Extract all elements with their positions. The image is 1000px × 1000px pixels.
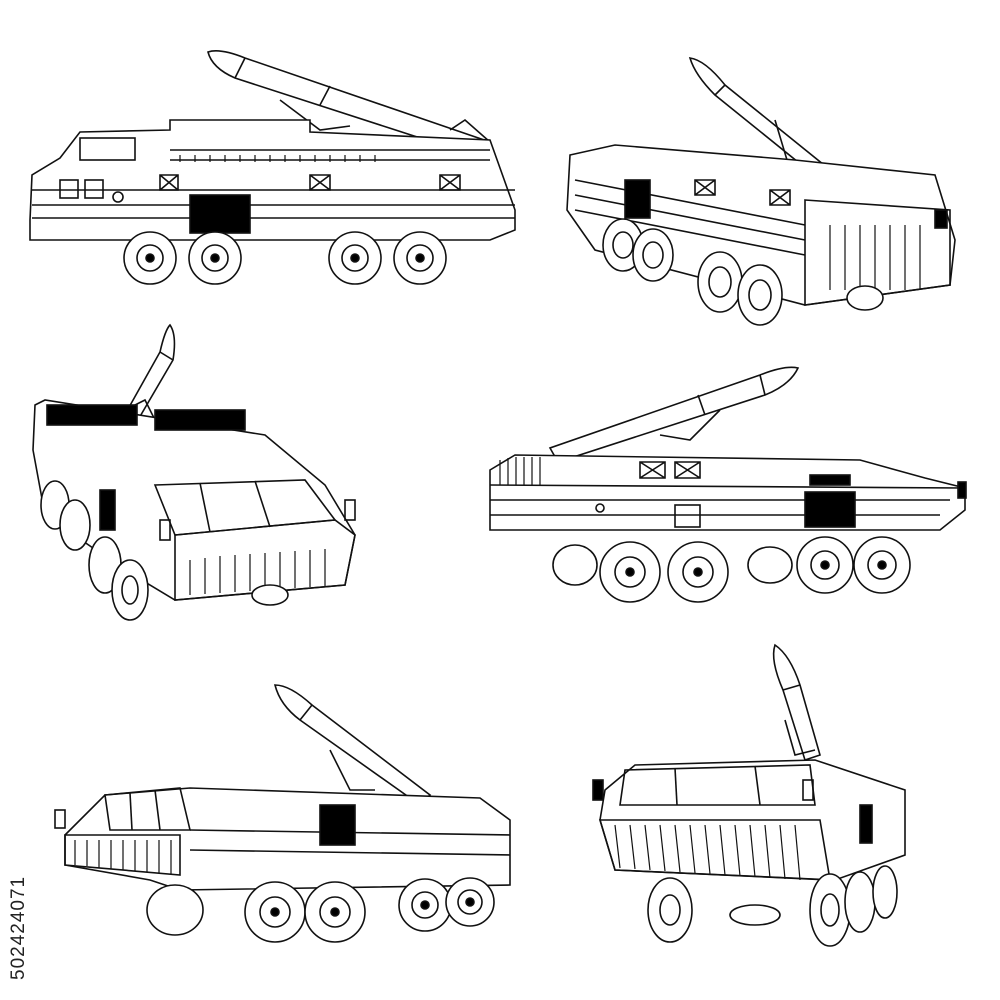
missile <box>207 50 492 159</box>
hull <box>54 787 511 891</box>
wheels <box>552 536 911 603</box>
hull <box>29 119 516 241</box>
missile <box>772 643 821 762</box>
stock-id-text: 502424071 <box>8 875 29 980</box>
hull <box>592 759 906 881</box>
wheels <box>40 480 289 621</box>
launcher-vehicle-front-three-quarter-low <box>50 680 520 950</box>
launcher-vehicle-front-right <box>585 640 915 955</box>
missile <box>273 684 432 807</box>
wheels <box>647 865 898 947</box>
launcher-vehicle-side-right <box>480 360 975 610</box>
hull <box>489 454 967 531</box>
wheels <box>123 231 447 285</box>
missile <box>548 366 800 463</box>
launcher-vehicle-side-left <box>20 40 530 290</box>
wheels <box>146 877 495 943</box>
launcher-vehicle-front-three-quarter-left <box>25 320 365 630</box>
hull <box>32 399 356 601</box>
launcher-vehicle-rear-three-quarter <box>555 50 975 340</box>
wheels <box>602 218 884 326</box>
